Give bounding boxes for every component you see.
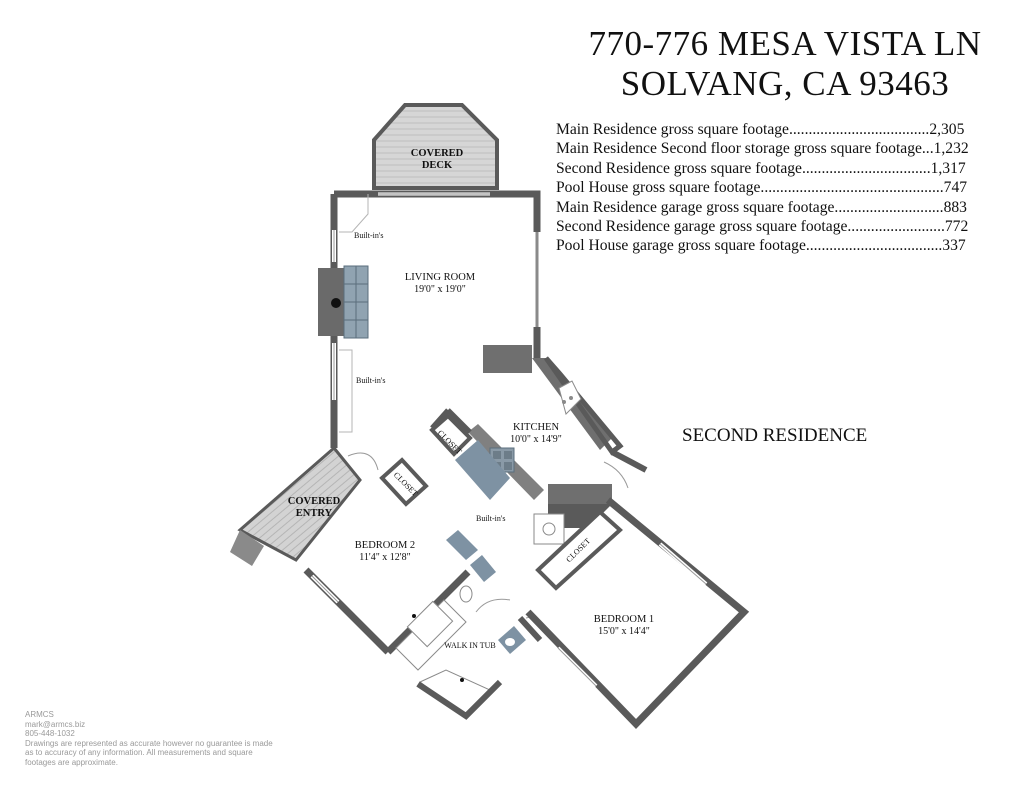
footer-disclaimer: footages are approximate. (25, 757, 118, 767)
stat-row: Main Residence garage gross square foota… (556, 198, 967, 216)
kitchen-dims: 10'0" x 14'9" (510, 434, 562, 445)
living-room-walls (330, 190, 541, 448)
covered-deck-label: COVERED (411, 148, 464, 159)
bathroom (395, 585, 543, 720)
bedroom1-label: BEDROOM 1 (594, 614, 654, 625)
builtins-label: Built-in's (356, 376, 385, 385)
living-room-dims: 19'0" x 19'0" (414, 284, 466, 295)
address-line-2: SOLVANG, CA 93463 (620, 64, 950, 103)
bedroom2-label: BEDROOM 2 (355, 540, 415, 551)
footer-email: mark@armcs.biz (25, 719, 86, 729)
builtins-label: Built-in's (476, 514, 505, 523)
footer-credits: ARMCS mark@armcs.biz 805-448-1032 Drawin… (25, 710, 285, 768)
living-room-label: LIVING ROOM (405, 272, 476, 283)
property-address: 770-776 MESA VISTA LN SOLVANG, CA 93463 (560, 24, 1010, 104)
fireplace (318, 265, 369, 339)
stat-row: Pool House garage gross square footage..… (556, 237, 966, 255)
covered-entry: COVERED ENTRY (230, 445, 362, 566)
closet-bedroom2: CLOSET (379, 457, 429, 507)
closet-kitchen: CLOSET (429, 413, 473, 457)
footer-disclaimer: Drawings are represented as accurate how… (25, 738, 273, 748)
footer-phone: 805-448-1032 (25, 729, 75, 739)
builtins-label: Built-in's (354, 231, 383, 240)
section-label: SECOND RESIDENCE (682, 425, 868, 446)
bedroom1-dims: 15'0" x 14'4" (598, 626, 650, 637)
stat-row: Pool House gross square footage.........… (556, 179, 968, 197)
covered-entry-label: ENTRY (296, 508, 333, 519)
square-footage-list: Main Residence gross square footage.....… (556, 120, 1011, 256)
walk-in-tub-label: WALK IN TUB (444, 641, 495, 650)
footer-disclaimer: as to accuracy of any information. All m… (25, 748, 253, 758)
covered-entry-label: COVERED (288, 496, 341, 507)
bedroom1: CLOSET (525, 497, 750, 730)
stat-row: Main Residence Second floor storage gros… (556, 140, 969, 158)
bedroom2-dims: 11'4" x 12'8" (359, 552, 410, 563)
kitchen (430, 345, 648, 528)
covered-deck-label: DECK (422, 160, 453, 171)
kitchen-label: KITCHEN (513, 422, 559, 433)
stat-row: Second Residence gross square footage...… (556, 159, 966, 177)
stat-row: Second Residence garage gross square foo… (556, 218, 969, 236)
covered-deck: COVERED DECK (372, 103, 499, 190)
stat-row: Main Residence gross square footage.....… (556, 121, 965, 138)
footer-company: ARMCS (25, 710, 54, 719)
address-line-1: 770-776 MESA VISTA LN (588, 24, 982, 63)
